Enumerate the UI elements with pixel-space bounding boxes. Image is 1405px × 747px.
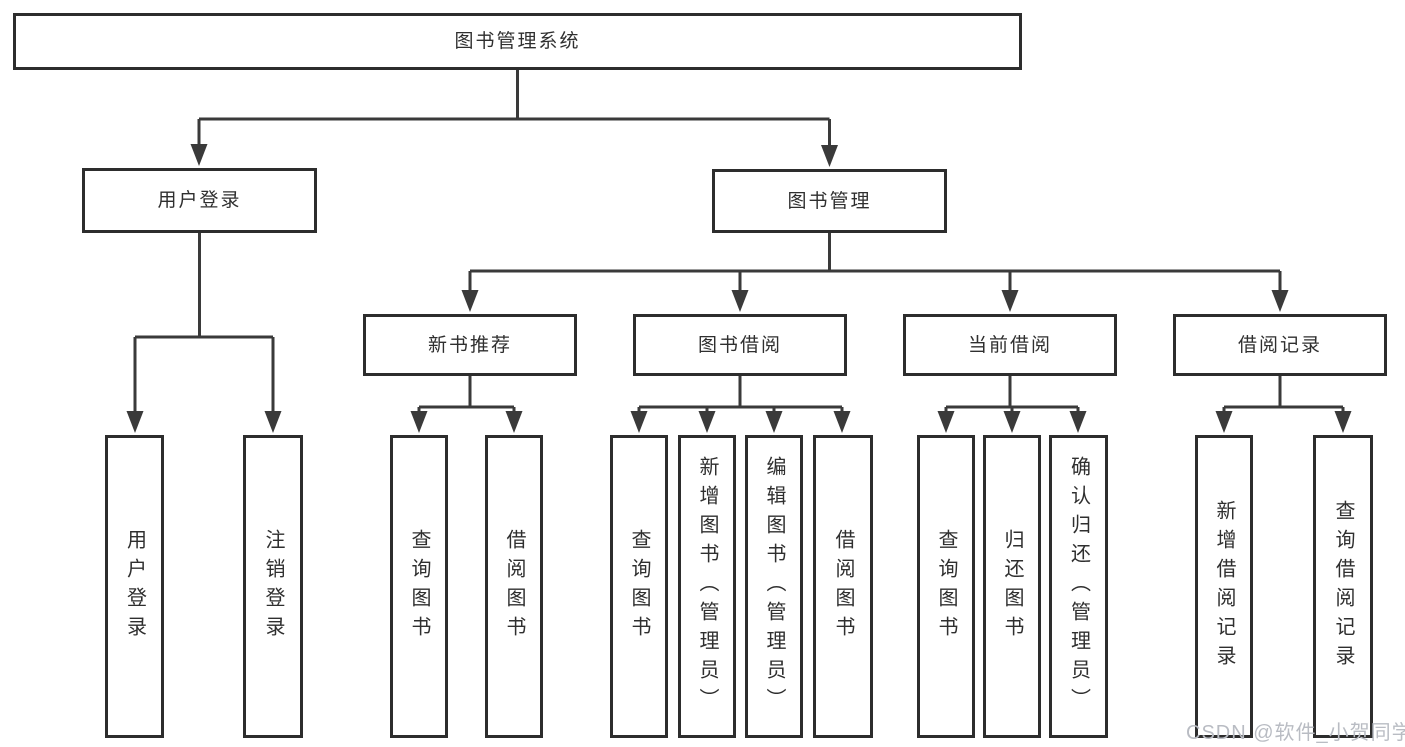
leaf-confirm-return-admin: 确认归还（管理员） bbox=[1049, 435, 1108, 738]
node-user-login: 用户登录 bbox=[82, 168, 317, 233]
arrowheads bbox=[126, 144, 1352, 433]
node-book-management-label: 图书管理 bbox=[787, 190, 872, 212]
connector-current-borrow bbox=[944, 376, 1080, 415]
leaf-add-borrow-record: 新增借阅记录 bbox=[1195, 435, 1253, 738]
csdn-watermark: CSDN @软件_小贺同学 bbox=[1186, 722, 1405, 744]
leaf-edit-book-admin: 编辑图书（管理员） bbox=[745, 435, 803, 738]
leaf-query-book-3: 查询图书 bbox=[917, 435, 975, 738]
connector-user-login bbox=[133, 233, 275, 415]
node-new-book-recommend-label: 新书推荐 bbox=[427, 334, 512, 356]
node-new-book-recommend: 新书推荐 bbox=[363, 314, 577, 376]
connector-new-book bbox=[417, 376, 516, 415]
leaf-borrow-book-1: 借阅图书 bbox=[485, 435, 543, 738]
leaf-user-login: 用户登录 bbox=[105, 435, 164, 738]
connector-root bbox=[197, 70, 831, 151]
leaf-return-book: 归还图书 bbox=[983, 435, 1041, 738]
node-book-management: 图书管理 bbox=[712, 169, 947, 233]
leaf-query-book-1: 查询图书 bbox=[390, 435, 448, 738]
node-current-borrow: 当前借阅 bbox=[903, 314, 1117, 376]
node-book-borrow-label: 图书借阅 bbox=[697, 334, 782, 356]
leaf-borrow-book-2: 借阅图书 bbox=[813, 435, 873, 738]
leaf-logout: 注销登录 bbox=[243, 435, 303, 738]
node-borrow-records: 借阅记录 bbox=[1173, 314, 1387, 376]
leaf-add-book-admin: 新增图书（管理员） bbox=[678, 435, 736, 738]
node-borrow-records-label: 借阅记录 bbox=[1237, 334, 1322, 356]
node-user-login-label: 用户登录 bbox=[157, 190, 242, 211]
connector-book-borrow bbox=[637, 376, 844, 415]
leaf-query-borrow-record: 查询借阅记录 bbox=[1313, 435, 1373, 738]
node-root-label: 图书管理系统 bbox=[454, 31, 581, 52]
leaf-query-book-2: 查询图书 bbox=[610, 435, 668, 738]
connector-borrow-records bbox=[1222, 376, 1345, 415]
connector-book-management bbox=[468, 233, 1282, 294]
node-book-borrow: 图书借阅 bbox=[633, 314, 847, 376]
node-root: 图书管理系统 bbox=[13, 13, 1022, 70]
node-current-borrow-label: 当前借阅 bbox=[967, 334, 1052, 356]
